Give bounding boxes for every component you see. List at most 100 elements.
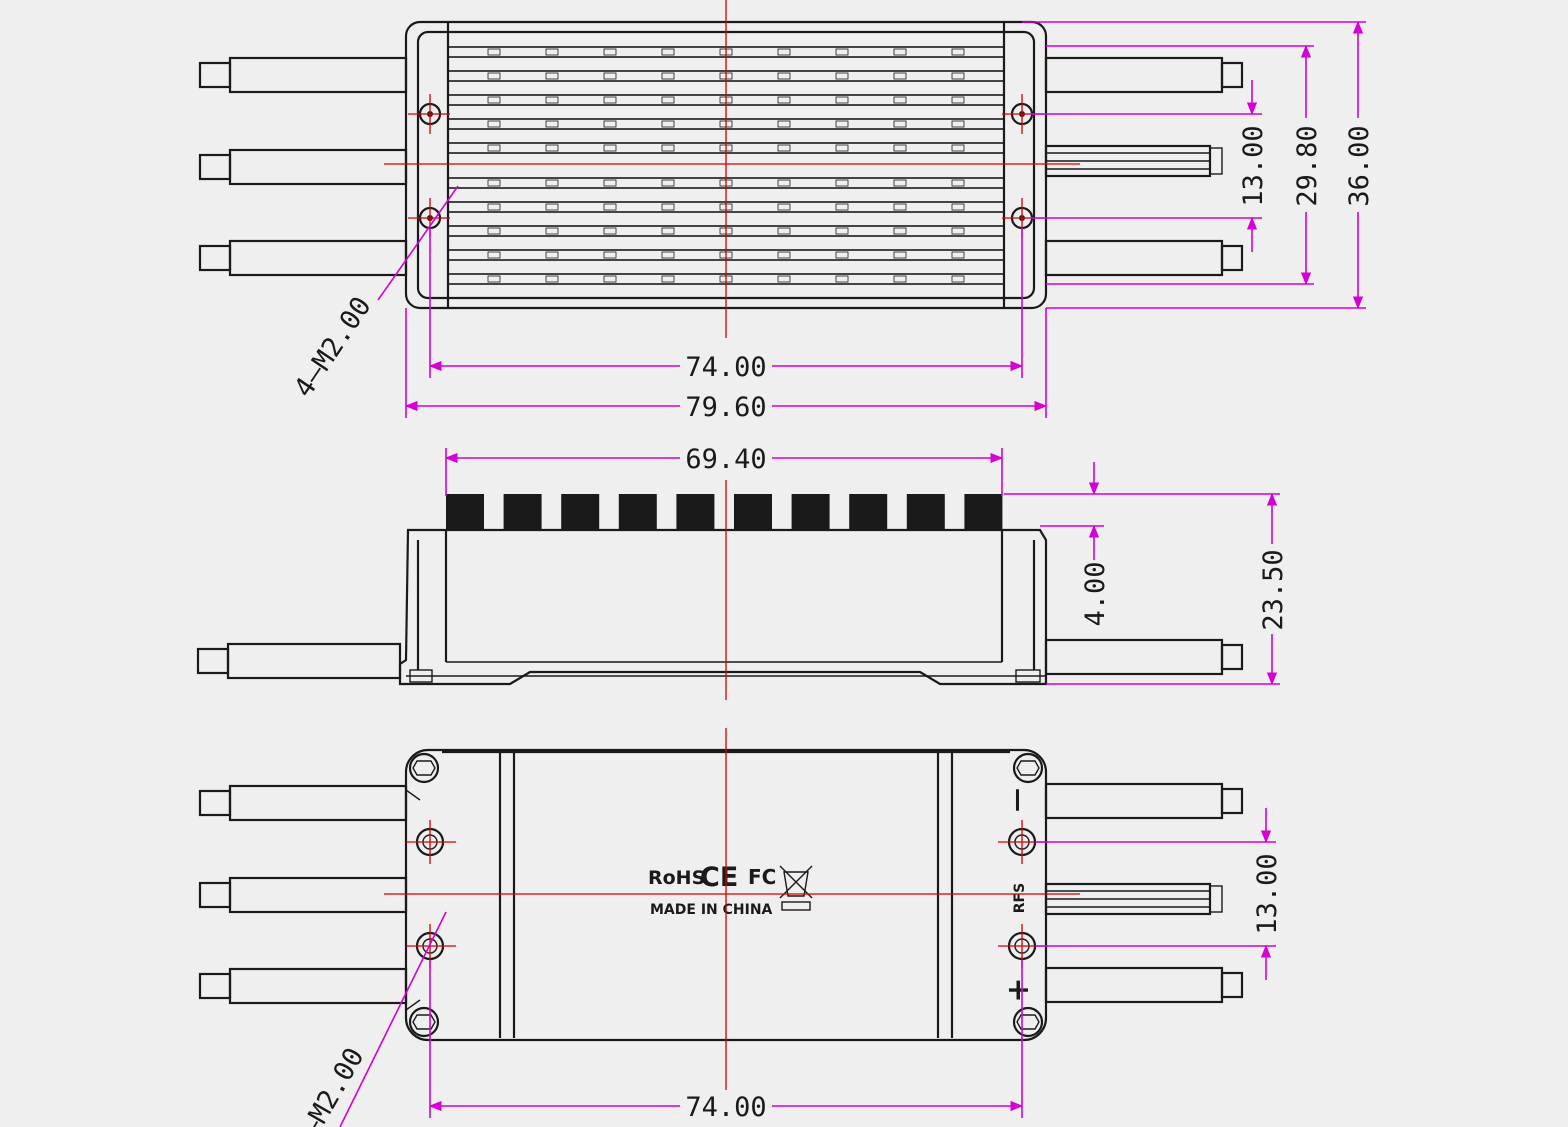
heatsink-slot: [951, 96, 965, 104]
heatsink-slot: [603, 48, 617, 56]
heatsink-slot: [893, 48, 907, 56]
heatsink-slot: [951, 48, 965, 56]
heatsink-slot: [951, 275, 965, 283]
top-right-wires: [1044, 56, 1244, 277]
heatsink-slot: [893, 120, 907, 128]
heatsink-slot: [487, 179, 501, 187]
heatsink-slot: [893, 203, 907, 211]
dim-top-74: 74.00: [685, 352, 766, 383]
polarity-labels: — RFS +: [1001, 788, 1036, 1003]
heatsink-slot: [835, 179, 849, 187]
heatsink-slot: [603, 275, 617, 283]
heatsink-slot: [661, 96, 675, 104]
side-heatsink-fin: [906, 494, 945, 530]
bottom-right-wires: [1044, 782, 1244, 1004]
heatsink-slot: [603, 179, 617, 187]
side-heatsink-fin: [849, 494, 888, 530]
heatsink-slot: [835, 144, 849, 152]
heatsink-slot: [777, 96, 791, 104]
side-heatsink-fin: [503, 494, 542, 530]
side-dimensions: [444, 448, 1280, 686]
compliance-markings: RoHS CE FC MADE IN CHINA: [648, 862, 813, 918]
side-body: [398, 528, 1048, 686]
weee-bin-icon: [779, 865, 813, 911]
heatsink-slot: [777, 227, 791, 235]
heatsink-slot: [893, 96, 907, 104]
dim-top-13: 13.00: [1238, 125, 1269, 206]
heatsink-slot: [835, 120, 849, 128]
heatsink-slot: [661, 227, 675, 235]
top-signal-cable: [1044, 144, 1223, 178]
side-dimension-labels: 69.40 4.00 23.50: [680, 440, 1289, 631]
heatsink-slot: [661, 120, 675, 128]
heatsink-slot: [487, 96, 501, 104]
heatsink-slot: [661, 144, 675, 152]
heatsink-slot: [603, 251, 617, 259]
dim-side-23-50: 23.50: [1258, 549, 1289, 630]
signal-label: RFS: [1012, 883, 1028, 913]
callout-top-4-m2: 4—M2.00: [288, 291, 377, 403]
heatsink-slot: [661, 203, 675, 211]
side-wires: [196, 638, 1244, 680]
heatsink-slot: [951, 203, 965, 211]
side-heatsink-fin: [618, 494, 657, 530]
heatsink-slot: [661, 179, 675, 187]
heatsink-slot: [835, 275, 849, 283]
heatsink-slot: [487, 203, 501, 211]
marking-made-in-china: MADE IN CHINA: [650, 902, 773, 918]
heatsink-slot: [951, 227, 965, 235]
side-heatsink-fin: [561, 494, 600, 530]
heatsink-slot: [835, 96, 849, 104]
side-heatsink-fin: [964, 494, 1003, 530]
dim-side-4: 4.00: [1080, 561, 1111, 626]
heatsink-slot: [777, 48, 791, 56]
heatsink-slot: [777, 203, 791, 211]
side-heatsink-fin: [676, 494, 715, 530]
heatsink-slot: [603, 227, 617, 235]
heatsink-slot: [777, 251, 791, 259]
marking-fc: FC: [748, 865, 776, 889]
heatsink-slot: [951, 251, 965, 259]
top-dimensions: [377, 20, 1366, 418]
heatsink-slot: [893, 72, 907, 80]
side-heatsink-fin: [791, 494, 830, 530]
side-fins: [446, 494, 1003, 530]
heatsink-slot: [777, 275, 791, 283]
heatsink-slot: [777, 179, 791, 187]
heatsink-slot: [487, 275, 501, 283]
heatsink-slot: [545, 48, 559, 56]
marking-rohs: RoHS: [648, 867, 705, 889]
bottom-corner-holes: [408, 752, 1044, 1038]
heatsink-slot: [777, 144, 791, 152]
bottom-dimensions: [339, 808, 1276, 1127]
heatsink-slot: [487, 144, 501, 152]
heatsink-slot: [951, 179, 965, 187]
top-view: 74.00 79.60 13.00 29.80 36.00 4—M2.00: [198, 0, 1375, 423]
heatsink-slot: [487, 251, 501, 259]
heatsink-slot: [893, 251, 907, 259]
bottom-view: RoHS CE FC MADE IN CHINA — RFS +: [198, 728, 1283, 1127]
heatsink-slot: [661, 251, 675, 259]
dim-side-69-40: 69.40: [685, 444, 766, 475]
heatsink-slot: [835, 251, 849, 259]
dim-top-36: 36.00: [1344, 125, 1375, 206]
heatsink-slot: [545, 203, 559, 211]
marking-ce: CE: [700, 862, 738, 893]
heatsink-slot: [835, 203, 849, 211]
side-heatsink-fin: [734, 494, 772, 530]
heatsink-slot: [835, 227, 849, 235]
heatsink-slot: [487, 72, 501, 80]
heatsink-slot: [893, 275, 907, 283]
dim-top-79-60: 79.60: [685, 392, 766, 423]
side-view: 69.40 4.00 23.50: [196, 440, 1289, 700]
heatsink-slot: [661, 72, 675, 80]
heatsink-slot: [603, 120, 617, 128]
heatsink-slot: [487, 48, 501, 56]
heatsink-slot: [951, 120, 965, 128]
heatsink-slot: [835, 72, 849, 80]
heatsink-slot: [893, 144, 907, 152]
heatsink-slot: [545, 251, 559, 259]
heatsink-slot: [893, 179, 907, 187]
heatsink-slot: [545, 120, 559, 128]
heatsink-slot: [545, 227, 559, 235]
